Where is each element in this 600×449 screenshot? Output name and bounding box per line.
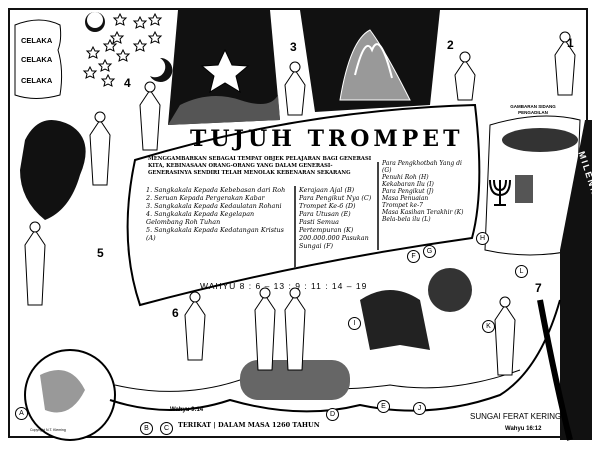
column-2-item: Kerajaan Ajal (B) [299,186,355,194]
smoke-pit [20,120,86,220]
marker-b: B [140,422,153,435]
river-euphrates [109,299,561,413]
scripture-reference: WAHYU 8 : 6 – 13 : 9 : 11 : 14 – 19 [200,281,368,291]
marker-f: F [407,250,420,263]
marker-g: G [423,245,436,258]
column-3-item: Masa Penuaian [382,195,429,202]
marker-j: J [413,402,426,415]
column-3-item: Trompet ke-7 [382,202,423,209]
column-3-item: Kekabaran Ilu (I) [382,181,434,188]
marker-k: K [482,320,495,333]
column-3-item: Para Pengkhotbah Yang di (G) [382,160,462,174]
column-1-item: 4. Sangkakala Kepada Kegelapan Gelombang… [146,210,255,226]
euphrates-dry-label: SUNGAI FERAT KERING [470,412,562,421]
banner-scroll [126,103,481,307]
celaka-label: CELAKA [21,36,53,45]
column-1: 1. Sangkakala Kepada Kebebasan dari Roh … [146,186,291,242]
column-2-item: 200.000.000 Pasukan [299,234,369,242]
trumpet-number-1: 1 [567,36,574,50]
menorah-icon [489,179,511,206]
celaka-label: CELAKA [21,76,53,85]
millennium-band [560,120,592,440]
column-3-item: Bela-bela ilu (L) [382,216,431,223]
column-3-item: Masa Kasihan Terakhir (K) [382,209,464,216]
column-3-item: Penuhi Roh (H) [382,174,429,181]
column-2-item: Trompet Ke-6 (D) [299,202,356,210]
bound-1260-years-label: TERIKAT | DALAM MASA 1260 TAHUN [178,421,320,429]
trumpet-number-7: 7 [535,281,542,295]
reference-wahyu-16-12: Wahyu 16:12 [505,426,542,432]
trumpet-number-5: 5 [97,246,104,260]
celaka-scroll [14,19,63,99]
trumpet-number-3: 3 [290,40,297,54]
copyright-label: Copyright N.T. Kleming [30,428,66,432]
marker-e: E [377,400,390,413]
banner-title: TUJUH TROMPET [190,126,464,152]
judgment-label: GAMBARAN SIDANG PENGADILAN [510,104,556,115]
column-1-item: 5. Sangkakala Kepada Kedatangan Kristus … [146,226,284,242]
reference-wahyu-9-14: Wahyu 9:14 [170,407,204,413]
stars-icon [82,12,163,87]
marker-c: C [160,422,173,435]
column-1-item: 3. Sangkakala Kepada Kedaulatan Rohani [146,202,282,210]
column-1-item: 2. Seruan Kepada Pergerakan Kabar [146,194,265,202]
column-2-item: Para Pengikut Nya (C) [299,194,372,202]
ark-icon [515,175,533,203]
marker-a: A [15,407,28,420]
column-2-item: Pasti Semua Pertempuran (K) [299,218,354,234]
banner-subtitle: MENGGAMBARKAN SEBAGAI TEMPAT OBJEK PELAJ… [148,156,372,176]
marker-l: L [515,265,528,278]
marker-i: I [348,317,361,330]
falling-star-icon [200,48,250,94]
horseman [360,290,430,350]
column-2-item: Sungai (F) [299,242,334,250]
column-2: Kerajaan Ajal (B) Para Pengikut Nya (C) … [299,186,375,250]
column-3-item: Para Pengikut (J) [382,188,434,195]
moon-icon [150,57,173,82]
marker-d: D [326,408,339,421]
column-1-item: 1. Sangkakala Kepada Kebebasan dari Roh [146,186,286,194]
column-2-item: Para Utusan (E) [299,210,351,218]
trumpet-number-2: 2 [447,38,454,52]
trumpet-number-6: 6 [172,306,179,320]
marker-h: H [476,232,489,245]
celaka-label: CELAKA [21,55,53,64]
trumpet-number-4: 4 [124,76,131,90]
column-3: Para Pengkhotbah Yang di (G) Penuhi Roh … [382,160,470,223]
angel-figures [24,31,576,376]
lion-head-shield [428,268,472,312]
